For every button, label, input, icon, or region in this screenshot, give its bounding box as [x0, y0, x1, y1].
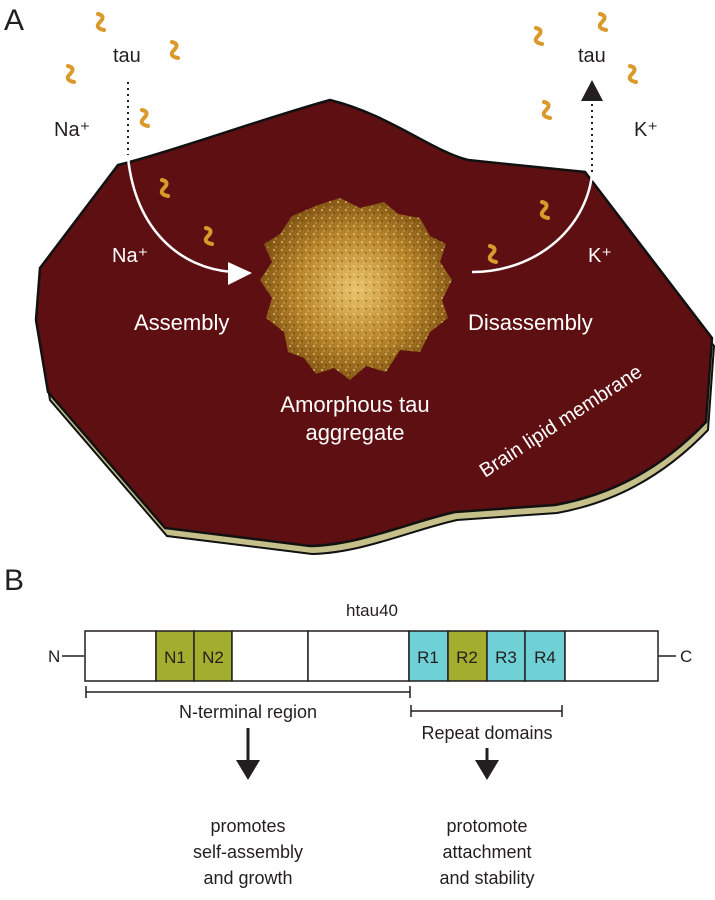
- domain-r3: [486, 630, 526, 682]
- assembly-arrow-head: [228, 262, 252, 285]
- tau-particle: [533, 26, 544, 46]
- segment-plain: [84, 630, 157, 682]
- disassembly-label: Disassembly: [468, 310, 593, 335]
- htau40-domain-bar: [84, 630, 659, 682]
- tau-particle: [541, 100, 552, 120]
- segment-plain: [307, 630, 410, 682]
- effect-left-line1: promotes: [210, 816, 285, 836]
- n-terminus-label: N: [48, 647, 60, 666]
- segment-plain: [231, 630, 309, 682]
- assembly-label: Assembly: [134, 310, 229, 335]
- tau-particle: [159, 178, 170, 198]
- effect-right-line1: protomote: [446, 816, 527, 836]
- repeat-domains-bracket: [410, 705, 563, 717]
- assembly-arrow: [126, 157, 233, 274]
- tau-particle: [627, 64, 638, 84]
- domain-label-n1: N1: [164, 648, 186, 667]
- aggregate-label-line1: Amorphous tau: [280, 392, 429, 417]
- segment-plain: [564, 630, 659, 682]
- tau-particle: [203, 226, 214, 246]
- tau-particle: [597, 12, 608, 32]
- tau-particle: [169, 40, 180, 60]
- domain-r1: [408, 630, 449, 682]
- repeat-domains-label: Repeat domains: [421, 723, 552, 743]
- panel-b-letter: B: [4, 564, 24, 597]
- tau-particle: [539, 200, 550, 220]
- effect-right-line3: and stability: [439, 868, 534, 888]
- domain-label-r4: R4: [534, 648, 556, 667]
- effect-left-line2: self-assembly: [193, 842, 303, 862]
- tau-label-left: tau: [113, 45, 141, 67]
- panel-a-letter: A: [4, 4, 24, 37]
- k-inside-label: K⁺: [588, 245, 612, 267]
- tau-exit-arrow-head: [581, 80, 603, 101]
- tau-particles: [65, 12, 638, 264]
- protein-name: htau40: [346, 601, 398, 620]
- tau-particle: [139, 108, 150, 128]
- tau-particle: [95, 12, 106, 32]
- n-terminal-effect-arrow-head: [236, 760, 260, 780]
- n-terminal-bracket: [85, 686, 411, 698]
- tau-particle: [487, 244, 498, 264]
- domain-n1: [155, 630, 195, 682]
- effect-right-line2: attachment: [442, 842, 531, 862]
- k-outside-label: K⁺: [634, 119, 658, 141]
- amorphous-tau-aggregate: [260, 198, 452, 380]
- effect-left-line3: and growth: [203, 868, 292, 888]
- aggregate-label-line2: aggregate: [305, 420, 404, 445]
- domain-label-r2: R2: [456, 648, 478, 667]
- tau-label-right: tau: [578, 45, 606, 67]
- domain-label-r1: R1: [417, 648, 439, 667]
- domain-label-r3: R3: [495, 648, 517, 667]
- domain-label-n2: N2: [202, 648, 224, 667]
- repeat-effect-arrow-head: [475, 760, 499, 780]
- disassembly-curve: [471, 174, 594, 274]
- c-terminus-label: C: [680, 647, 692, 666]
- na-inside-label: Na⁺: [112, 245, 148, 267]
- n-terminal-region-label: N-terminal region: [179, 702, 317, 722]
- na-outside-label: Na⁺: [54, 119, 90, 141]
- tau-particle: [65, 64, 76, 84]
